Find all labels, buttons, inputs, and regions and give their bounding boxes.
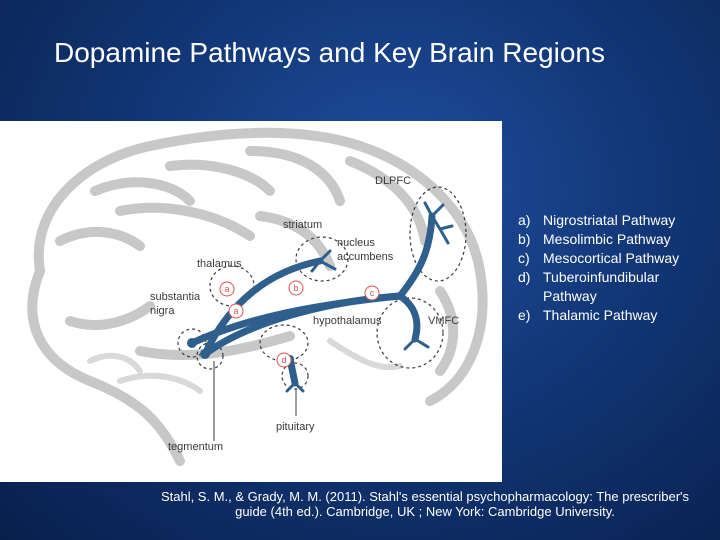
label-dlpfc: DLPFC <box>375 175 411 187</box>
legend-marker: a) <box>518 212 531 228</box>
label-striatum: striatum <box>283 219 322 231</box>
label-vmfc: VMFC <box>428 315 459 327</box>
legend-item: a) Nigrostriatal Pathway <box>518 211 713 230</box>
mesocortical-tract <box>188 292 404 347</box>
nucleus-accumbens-region <box>295 236 349 282</box>
legend-item: c) Mesocortical Pathway <box>518 249 713 268</box>
slide-title: Dopamine Pathways and Key Brain Regions <box>54 37 605 68</box>
label-substantia-nigra-2: nigra <box>150 305 175 317</box>
legend-text: Mesolimbic Pathway <box>543 231 671 247</box>
legend-marker: c) <box>518 250 530 266</box>
label-hypothalamus: hypothalamus <box>313 315 382 327</box>
legend-text: Thalamic Pathway <box>543 307 658 323</box>
brain-diagram-panel: a a b c d DLPFC striatum nucleus accumbe… <box>0 121 502 482</box>
legend-text: Mesocortical Pathway <box>543 250 680 266</box>
label-thalamus: thalamus <box>197 258 242 270</box>
pituitary-region <box>281 362 309 390</box>
legend-item: d) Tuberoinfundibular Pathway <box>518 268 713 306</box>
label-nucleus-accumbens-1: nucleus <box>337 237 375 249</box>
brain-diagram: a a b c d DLPFC striatum nucleus accumbe… <box>27 127 488 466</box>
label-pituitary: pituitary <box>276 421 315 433</box>
legend-marker: b) <box>518 231 531 247</box>
label-tegmentum: tegmentum <box>168 441 223 453</box>
brain-sulci <box>87 338 403 394</box>
marker-d: d <box>281 355 286 365</box>
brain-outline <box>27 127 488 466</box>
legend-marker: d) <box>518 269 531 285</box>
dlpfc-region <box>409 186 467 282</box>
vmfc-branch <box>396 292 421 343</box>
pathway-legend: a) Nigrostriatal Pathway b) Mesolimbic Pat… <box>518 211 713 325</box>
leader-lines <box>213 361 297 441</box>
marker-a1: a <box>224 284 229 294</box>
substantia-nigra-region <box>177 328 207 358</box>
dlpfc-branch <box>396 212 436 300</box>
label-substantia-nigra-1: substantia <box>150 291 201 303</box>
marker-a2: a <box>233 306 238 316</box>
legend-item: e) Thalamic Pathway <box>518 306 713 325</box>
vmfc-region <box>376 297 444 369</box>
legend-text: Nigrostriatal Pathway <box>543 212 676 228</box>
citation: Stahl, S. M., & Grady, M. M. (2011). Sta… <box>160 489 690 519</box>
marker-c: c <box>370 288 375 298</box>
marker-b: b <box>293 283 298 293</box>
legend-marker: e) <box>518 307 531 323</box>
legend-text: Tuberoinfundibular Pathway <box>543 269 660 304</box>
pathway-tracts <box>188 212 436 387</box>
pathway-terminals <box>285 201 454 393</box>
legend-item: b) Mesolimbic Pathway <box>518 230 713 249</box>
label-nucleus-accumbens-2: accumbens <box>337 251 394 263</box>
pathway-markers: a a b c d <box>219 280 380 368</box>
